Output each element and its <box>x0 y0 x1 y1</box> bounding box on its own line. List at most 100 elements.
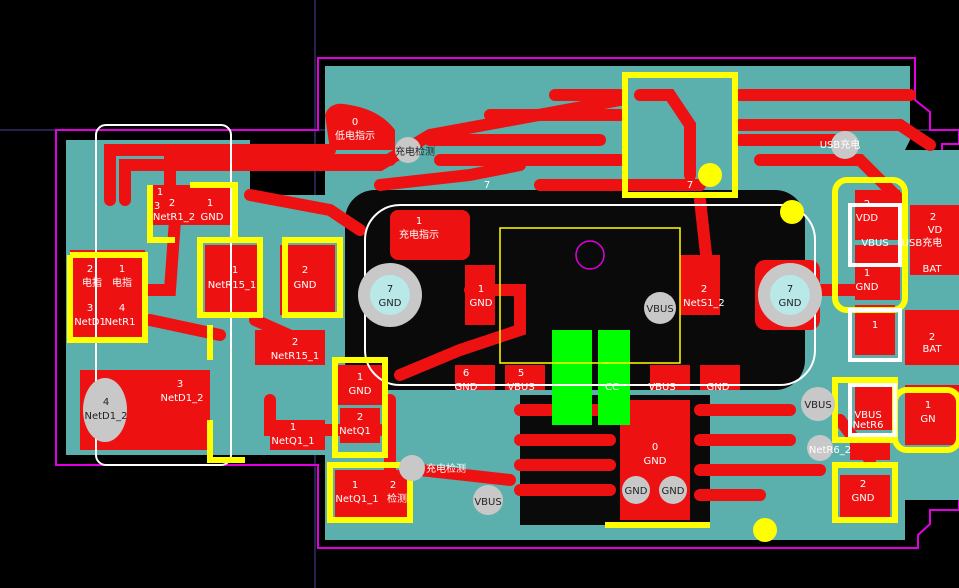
label-q1-pad2: 2 <box>357 412 363 423</box>
label-pad-5-vbus: VBUS <box>507 382 534 393</box>
label-mh-left-gnd: GND <box>379 298 402 309</box>
label-dl-pad3: 3 <box>87 303 93 314</box>
label-netq1-1: NetQ1_1 <box>271 436 314 447</box>
pad-netd1-via <box>83 378 127 442</box>
label-vdd-num: 2 <box>864 199 870 210</box>
label-netd1-r: NetD1 <box>74 317 106 328</box>
label-r1-pad1b: 1 <box>207 198 213 209</box>
label-low-batt-num: 0 <box>352 117 358 128</box>
label-dl-pad1: 1 <box>119 264 125 275</box>
connector-outline <box>499 227 681 364</box>
green-pad-right <box>598 330 630 425</box>
label-q1-pad1: 1 <box>357 372 363 383</box>
label-netd1-2a: NetD1_2 <box>161 393 204 404</box>
label-pad-gnd-r: GND <box>707 382 730 393</box>
label-vbus-r1: VBUS <box>861 238 888 249</box>
label-netr6-2: NetR6_2 <box>809 445 851 456</box>
label-pad-2-bat: 2 <box>929 332 935 343</box>
label-mh-right-num: 7 <box>787 284 793 295</box>
label-net-7a: 7 <box>484 180 490 191</box>
via-vbus-left <box>473 485 503 515</box>
label-charge-detect-top: 充电检测 <box>395 145 435 158</box>
label-r1-pad1: 1 <box>157 187 163 198</box>
label-vbus-via-left: VBUS <box>474 497 501 508</box>
label-q1c-pad1: 1 <box>352 480 358 491</box>
label-mh-right-gnd: GND <box>779 298 802 309</box>
highlight-boxes <box>848 203 902 437</box>
label-d1-pad3: 3 <box>177 379 183 390</box>
label-mh-left-num: 7 <box>387 284 393 295</box>
label-usb-charge-top: USB充电 <box>820 138 861 151</box>
label-gnd-r-pad1: 1 <box>864 268 870 279</box>
label-q1b-pad1: 1 <box>290 422 296 433</box>
label-q1c-pad2: 2 <box>390 480 396 491</box>
label-gnd-r-pad: GND <box>856 282 879 293</box>
label-q1-gnd: GND <box>349 386 372 397</box>
label-dl-pad2: 2 <box>87 264 93 275</box>
label-netr6-via: NetR6 <box>853 420 884 431</box>
label-r15-pad2: 2 <box>302 265 308 276</box>
mounting-hole-left-drill <box>370 275 410 315</box>
label-gn-pad: GN <box>920 414 935 425</box>
via-vbus-right <box>801 387 835 421</box>
label-r1-pad3: 3 <box>154 201 160 212</box>
label-netr1-2: NetR1_2 <box>153 212 195 223</box>
origin-marker-b <box>780 200 804 224</box>
via-charge-detect-bottom <box>399 455 425 481</box>
label-netq1: NetQ1 <box>339 426 371 437</box>
label-pad-cc-r: CC <box>605 382 619 393</box>
via-charge-detect-top <box>395 137 421 163</box>
label-bat-bot: BAT <box>922 344 942 355</box>
label-u-pad1: 1 <box>478 284 484 295</box>
label-vbus-pad: VBUS <box>854 410 881 421</box>
label-detect: 检测 <box>387 492 407 505</box>
label-vbus-via-r: VBUS <box>804 400 831 411</box>
label-pad-5: 5 <box>518 368 524 379</box>
label-netr1-r: NetR1 <box>105 317 136 328</box>
label-gnd-br: GND <box>852 493 875 504</box>
via-vbus-mid <box>644 292 676 324</box>
label-netq1-c: NetQ1_1 <box>335 494 378 505</box>
label-netes1: NetS1_2 <box>683 298 725 309</box>
label-charge-ind-num: 1 <box>416 216 422 227</box>
label-pad-2b: 2 <box>930 212 936 223</box>
origin-marker-c <box>753 518 777 542</box>
label-gnd-r1: GND <box>201 212 224 223</box>
label-charge-ind: 充电指示 <box>399 228 439 241</box>
label-pad-vbus-r: VBUS <box>648 382 675 393</box>
label-gnd-bottom: GND <box>644 456 667 467</box>
label-gnd-bottom-num: 0 <box>652 442 658 453</box>
via-netr6 <box>807 435 833 461</box>
label-netr15-1a: NetR15_1 <box>208 280 257 291</box>
label-low-batt: 低电指示 <box>335 129 375 142</box>
label-netes1-num: 2 <box>701 284 707 295</box>
label-r15-pad1: 1 <box>232 265 238 276</box>
label-netd1-2b: NetD1_2 <box>85 411 128 422</box>
label-u-gnd: GND <box>470 298 493 309</box>
label-netr15-1b: NetR15_1 <box>271 351 320 362</box>
origin-marker-a <box>698 163 722 187</box>
label-charge-detect-bottom: 充电检测 <box>426 462 466 475</box>
label-dl-name-a: 电指 <box>82 276 102 289</box>
label-gnd-via-b: GND <box>662 486 685 497</box>
via-gnd-a <box>622 476 650 504</box>
label-gnd-r15: GND <box>294 280 317 291</box>
label-netr15-pad2: 2 <box>292 337 298 348</box>
label-r1-pad2: 2 <box>169 198 175 209</box>
label-vdd: VDD <box>856 213 879 224</box>
label-usb-charge-r: USB充电 <box>902 236 943 249</box>
label-pad-6: 6 <box>463 368 469 379</box>
mounting-hole-right-drill <box>770 275 810 315</box>
label-gnd-via-a: GND <box>625 486 648 497</box>
label-pad-1-r: 1 <box>872 320 878 331</box>
label-dl-name-b: 电指 <box>112 276 132 289</box>
label-net-7b: 7 <box>687 180 693 191</box>
label-pad-6-gnd: GND <box>455 382 478 393</box>
label-dl-pad4: 4 <box>119 303 125 314</box>
label-d1-pad4: 4 <box>103 397 109 408</box>
via-usb-charge <box>831 131 859 159</box>
label-gnd-br-num: 2 <box>860 479 866 490</box>
label-gn-pad1: 1 <box>925 400 931 411</box>
